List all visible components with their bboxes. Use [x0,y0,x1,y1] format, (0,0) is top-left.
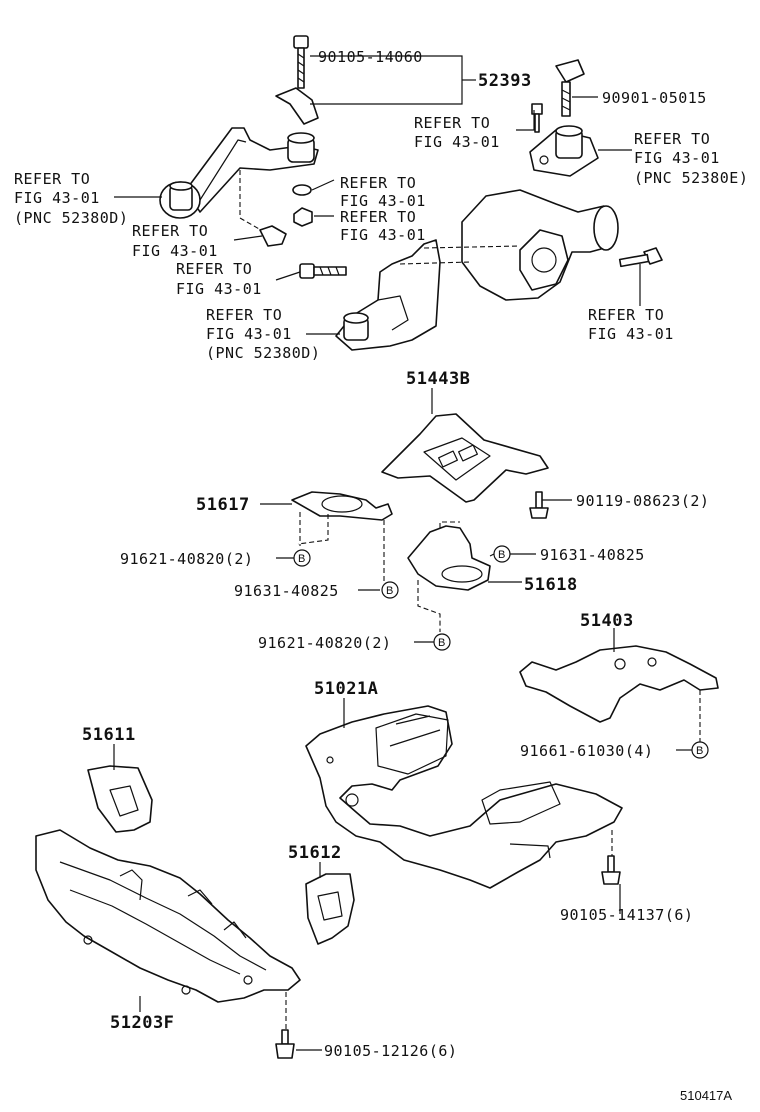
bolt-refer-c [259,225,287,247]
svg-text:B: B [386,585,393,597]
label-51617: 51617 [196,495,250,515]
label-90105-12126: 90105-12126(6) [324,1042,457,1060]
refer-e-line1: REFER TO [340,208,416,226]
label-91621-40820-a: 91621-40820(2) [120,550,253,568]
label-91661-61030: 91661-61030(4) [520,742,653,760]
bolt-refer-i [618,247,663,268]
bracket-52393 [275,87,319,125]
bracket-51618 [407,525,491,591]
label-52393: 52393 [478,71,532,91]
svg-text:B: B [498,549,505,561]
refer-h-line3: (PNC 52380D) [206,344,320,362]
refer-b-line2: FIG 43-01 [634,149,720,167]
refer-c-line2: FIG 43-01 [14,189,100,207]
differential-housing [461,189,619,301]
mount-52380E [529,125,599,177]
refer-g-line1: REFER TO [176,260,252,278]
marker-b-4: B [433,633,451,651]
refer-h-line1: REFER TO [206,306,282,324]
svg-text:B: B [696,745,703,757]
label-51403: 51403 [580,611,634,631]
plate-51443B [381,413,549,503]
crossmember-51021A [305,705,623,889]
label-51618: 51618 [524,575,578,595]
bolt-90105-14060 [293,35,309,89]
refer-i-line1: REFER TO [588,306,664,324]
refer-a-line1: REFER TO [414,114,490,132]
label-90105-14137: 90105-14137(6) [560,906,693,924]
refer-c-line1: REFER TO [14,170,90,188]
label-91621-40820-b: 91621-40820(2) [258,634,391,652]
marker-b-1: B [293,549,311,567]
label-90119-08623: 90119-08623(2) [576,492,709,510]
bolt-refer-e [299,263,347,279]
label-90105-14060: 90105-14060 [318,48,423,66]
refer-f-line2: FIG 43-01 [132,242,218,260]
label-91631-40825-a: 91631-40825 [540,546,645,564]
panel-51611 [87,765,153,833]
svg-text:B: B [298,553,305,565]
label-51612: 51612 [288,843,342,863]
svg-text:B: B [438,637,445,649]
label-91631-40825-b: 91631-40825 [234,582,339,600]
refer-g-line2: FIG 43-01 [176,280,262,298]
frame-51203F [35,829,301,1003]
refer-e-line2: FIG 43-01 [340,226,426,244]
bracket-51617 [291,491,393,521]
mount-52380D [335,239,441,351]
label-51203F: 51203F [110,1013,174,1033]
bolt-90105-14137 [601,855,621,885]
refer-f-line1: REFER TO [132,222,208,240]
bolt-90901-05015 [555,59,585,117]
label-90901-05015: 90901-05015 [602,89,707,107]
refer-b-line1: REFER TO [634,130,710,148]
bolt-refer-a [531,103,543,133]
bolt-90119-08623 [529,491,549,519]
label-51611: 51611 [82,725,136,745]
figure-code: 510417A [680,1088,732,1103]
refer-a-line2: FIG 43-01 [414,133,500,151]
washer [292,184,312,196]
refer-d-line2: FIG 43-01 [340,192,426,210]
crossmember-51403 [519,645,719,723]
panel-51612 [305,873,355,945]
refer-h-line2: FIG 43-01 [206,325,292,343]
refer-d-line1: REFER TO [340,174,416,192]
label-51021A: 51021A [314,679,378,699]
marker-b-5: B [691,741,709,759]
refer-b-line3: (PNC 52380E) [634,169,748,187]
upper-arm-bracket [159,127,319,219]
label-51443B: 51443B [406,369,470,389]
bolt-90105-12126 [275,1029,295,1059]
refer-c-line3: (PNC 52380D) [14,209,128,227]
refer-i-line2: FIG 43-01 [588,325,674,343]
marker-b-3: B [381,581,399,599]
marker-b-2: B [493,545,511,563]
nut [293,207,313,227]
